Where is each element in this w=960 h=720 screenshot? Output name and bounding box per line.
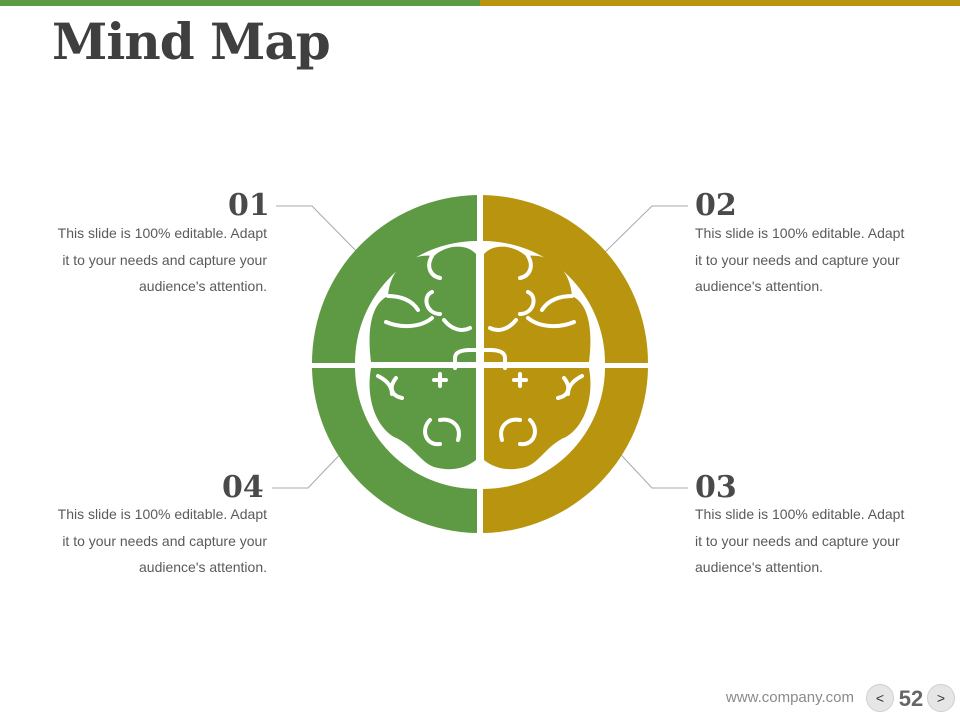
top-accent-bar-green bbox=[0, 0, 480, 6]
item-description-04: This slide is 100% editable. Adapt it to… bbox=[42, 501, 267, 581]
connector-lines bbox=[272, 205, 688, 489]
item-03-line-3: audience's attention. bbox=[695, 559, 823, 575]
item-04-line-3: audience's attention. bbox=[139, 559, 267, 575]
page-title: Mind Map bbox=[52, 12, 331, 71]
item-description-01: This slide is 100% editable. Adapt it to… bbox=[42, 220, 267, 300]
item-04-line-1: This slide is 100% editable. Adapt bbox=[57, 506, 267, 522]
brain-quadrant-03 bbox=[484, 368, 591, 470]
prev-slide-button[interactable]: < bbox=[866, 684, 894, 712]
item-number-01: 01 bbox=[228, 188, 270, 223]
item-description-02: This slide is 100% editable. Adapt it to… bbox=[695, 220, 920, 300]
top-accent-bar-gold bbox=[480, 0, 960, 6]
ring-quadrant-04 bbox=[312, 368, 477, 533]
ring-quadrant-01 bbox=[312, 195, 477, 363]
brain-quadrant-04 bbox=[369, 368, 476, 470]
item-02-line-3: audience's attention. bbox=[695, 278, 823, 294]
footer-url: www.company.com bbox=[725, 689, 854, 706]
brain-folds bbox=[376, 254, 584, 447]
item-02-line-1: This slide is 100% editable. Adapt bbox=[695, 225, 905, 241]
ring-quadrant-03 bbox=[483, 368, 648, 533]
connector-01 bbox=[276, 205, 366, 261]
item-03-line-2: it to your needs and capture your bbox=[695, 532, 900, 549]
item-02-line-2: it to your needs and capture your bbox=[695, 251, 900, 268]
next-slide-button[interactable]: > bbox=[927, 684, 955, 712]
brain-quadrant-01 bbox=[369, 246, 476, 362]
brain-quadrant-02 bbox=[484, 246, 591, 362]
item-number-03: 03 bbox=[695, 470, 737, 505]
ring-quadrant-02 bbox=[483, 195, 648, 363]
item-01-line-3: audience's attention. bbox=[139, 278, 267, 294]
item-description-03: This slide is 100% editable. Adapt it to… bbox=[695, 501, 920, 581]
connector-04 bbox=[272, 444, 350, 489]
item-03-line-1: This slide is 100% editable. Adapt bbox=[695, 506, 905, 522]
page-number: 52 bbox=[898, 686, 924, 711]
item-01-line-2: it to your needs and capture your bbox=[62, 251, 267, 268]
item-01-line-1: This slide is 100% editable. Adapt bbox=[57, 225, 267, 241]
connector-02 bbox=[596, 205, 688, 261]
item-number-04: 04 bbox=[222, 470, 264, 505]
item-number-02: 02 bbox=[695, 188, 737, 223]
horizontal-gap bbox=[305, 363, 655, 368]
connector-03 bbox=[609, 442, 688, 489]
item-04-line-2: it to your needs and capture your bbox=[62, 532, 267, 549]
